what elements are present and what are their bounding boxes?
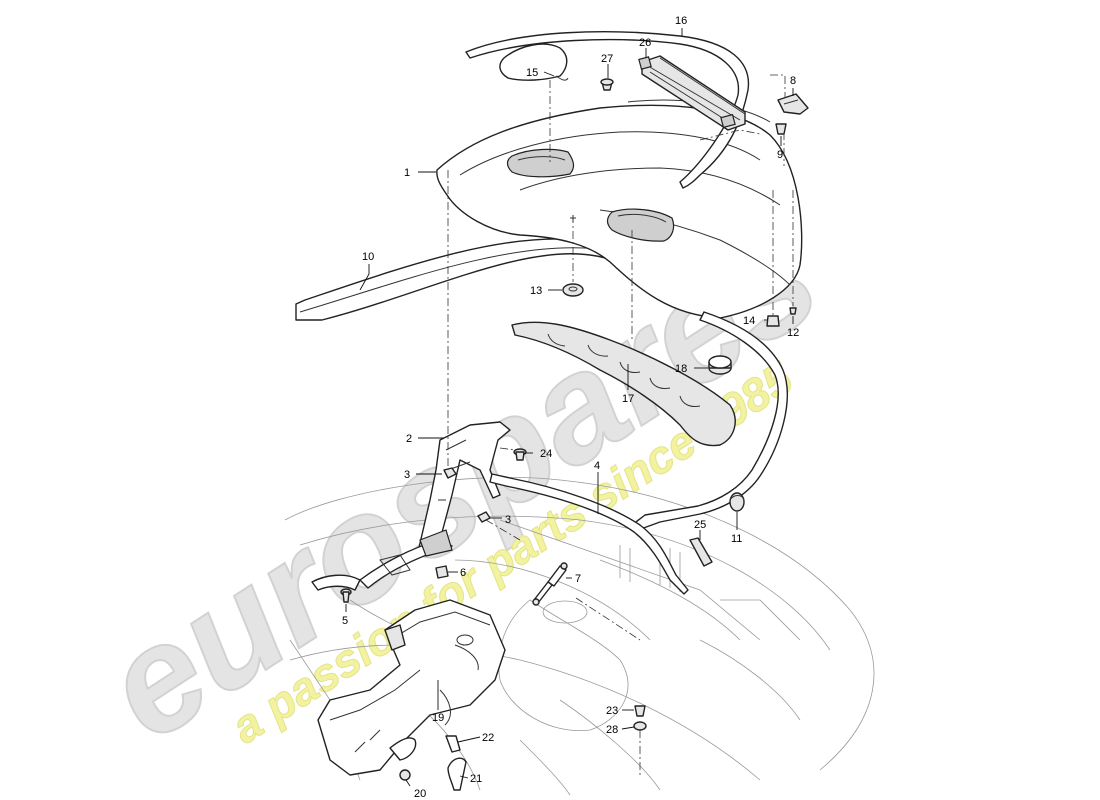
- part-9-fastener: [775, 123, 787, 135]
- callout-16: 16: [675, 15, 687, 27]
- part-5-bolt: [340, 588, 352, 603]
- callout-17: 17: [622, 393, 634, 405]
- part-8-bracket: [777, 93, 809, 115]
- callout-1: 1: [404, 167, 410, 179]
- part-20-plug: [399, 769, 411, 781]
- callout-10: 10: [362, 251, 374, 263]
- callout-14: 14: [743, 315, 755, 327]
- part-7-strut: [532, 562, 568, 606]
- callout-9: 9: [777, 149, 783, 161]
- part-18-plug: [708, 355, 732, 375]
- assembly-lines: [447, 74, 794, 775]
- part-22-clip: [445, 735, 461, 753]
- callout-27: 27: [601, 53, 613, 65]
- part-2-frame: [311, 421, 511, 591]
- part-11-cap: [729, 492, 745, 512]
- part-24-screw: [513, 448, 527, 461]
- part-14-buffer: [766, 315, 780, 327]
- callout-8: 8: [790, 75, 796, 87]
- callout-21: 21: [470, 773, 482, 785]
- part-16-seal-strip: [465, 31, 750, 189]
- callout-3b: 3: [505, 514, 511, 526]
- part-21-hose: [447, 757, 467, 791]
- callout-11: 11: [731, 533, 742, 545]
- callout-18: 18: [675, 363, 687, 375]
- part-26-rail: [638, 55, 746, 131]
- part-25-strap: [689, 537, 713, 567]
- callout-4: 4: [594, 460, 600, 472]
- callout-6: 6: [460, 567, 466, 579]
- part-17-panel: [511, 321, 736, 447]
- part-28-washer: [633, 721, 647, 731]
- callout-13: 13: [530, 285, 542, 297]
- part-13-grommet: [562, 215, 584, 297]
- part-seal-loop: [631, 311, 788, 531]
- callouts: 1 2 3 3 4 5 6 7 8 9 10 11 12 13 14 15 16…: [342, 15, 799, 800]
- callout-24: 24: [540, 448, 552, 460]
- part-23-clip: [634, 705, 646, 717]
- part-6-nut: [435, 565, 449, 579]
- callout-12: 12: [787, 327, 799, 339]
- part-27-screw: [600, 78, 614, 91]
- callout-2: 2: [406, 433, 412, 445]
- part-4-cable: [489, 473, 689, 595]
- callout-28: 28: [606, 724, 618, 736]
- callout-23: 23: [606, 705, 618, 717]
- callout-19: 19: [432, 712, 444, 724]
- callout-3a: 3: [404, 469, 410, 481]
- callout-7: 7: [575, 573, 581, 585]
- callout-25: 25: [694, 519, 706, 531]
- callout-20: 20: [414, 788, 426, 800]
- part-19-bracket: [317, 599, 506, 776]
- callout-22: 22: [482, 732, 494, 744]
- callout-26: 26: [639, 37, 651, 49]
- leader-lines: [345, 28, 794, 787]
- callout-5: 5: [342, 615, 348, 627]
- part-12-clip: [789, 307, 797, 315]
- part-15-flap: [499, 43, 569, 81]
- callout-15: 15: [526, 67, 538, 79]
